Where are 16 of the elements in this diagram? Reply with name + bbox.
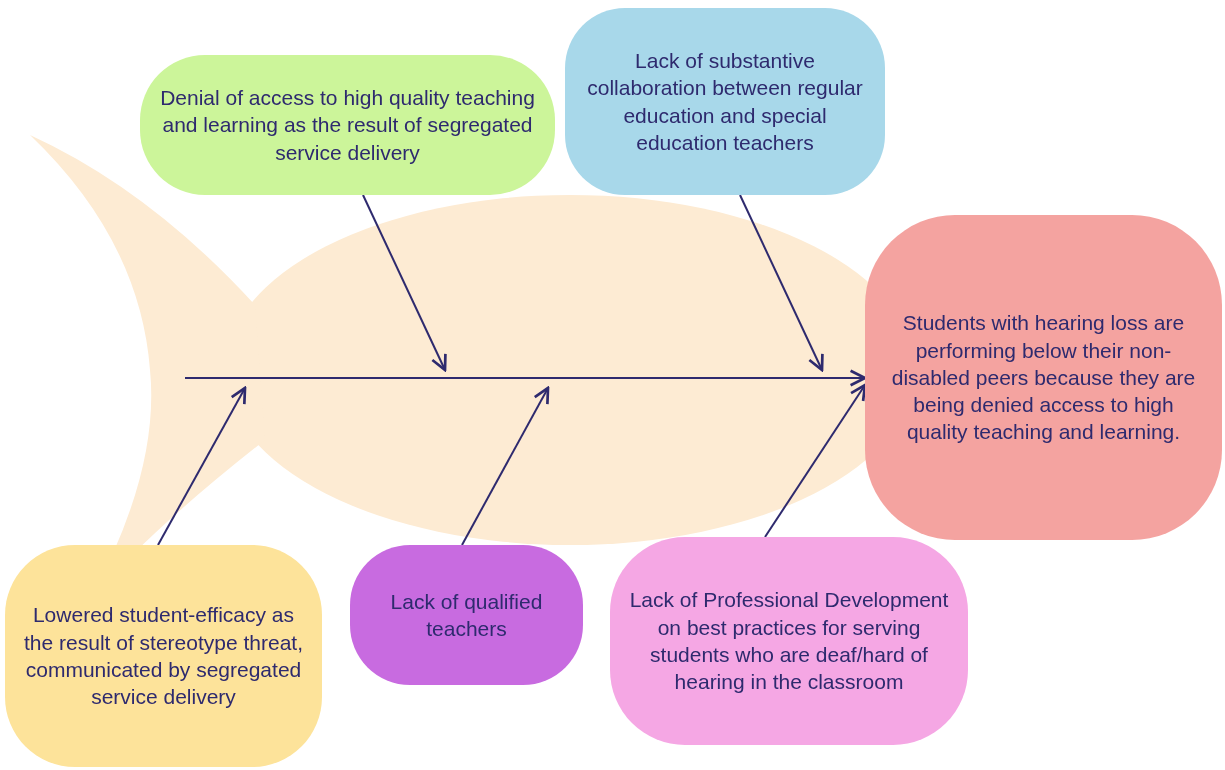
- cause-box: [565, 8, 885, 195]
- cause-text: Lack of qualified teachers: [389, 588, 544, 642]
- arrow: [157, 386, 247, 546]
- effect-box: [865, 215, 1222, 540]
- cause-text: Lack of substantive collaboration between regular education and special education teachers: [586, 47, 864, 156]
- cause-box: [5, 545, 322, 767]
- spine-arrow: [184, 369, 867, 387]
- cause-text: Lowered student-efficacy as the result of stereotype threat, communicated by segregated service delivery: [23, 602, 304, 711]
- cause-text: Denial of access to high quality teaching and learning as the result of segregated service delivery: [159, 85, 536, 166]
- cause-box: [610, 537, 968, 745]
- arrow: [461, 386, 550, 546]
- arrow: [362, 194, 447, 372]
- effect-text: Students with hearing loss are performing below their non-disabled peers because they are being denied access to high quality teaching and learning.: [890, 310, 1197, 446]
- arrow: [764, 383, 867, 538]
- cause-text: Lack of Professional Development on best practices for serving students who are deaf/hard of hearing in the classroom: [628, 587, 950, 696]
- arrow: [739, 194, 824, 372]
